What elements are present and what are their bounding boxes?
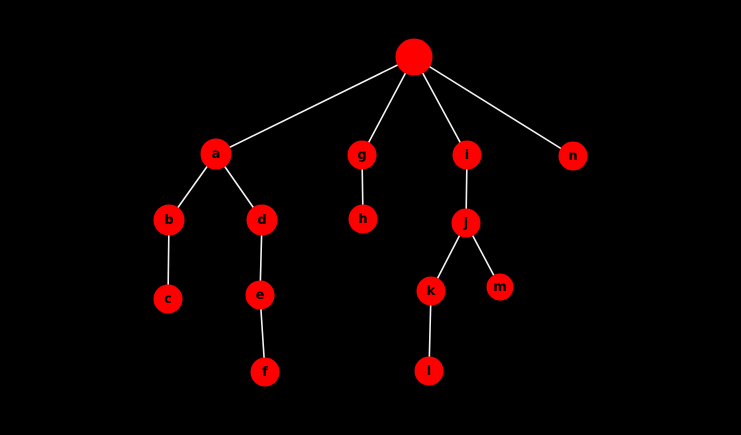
graph-edge-root-a[interactable] [215,56,415,155]
graph-node-f[interactable]: f [250,357,280,387]
graph-node-m[interactable]: m [486,273,514,301]
graph-node-l[interactable]: l [414,356,444,386]
graph-node-h[interactable]: h [348,204,378,234]
node-circle-h[interactable] [348,204,378,234]
graph-node-root[interactable] [395,38,433,76]
graph-node-n[interactable]: n [558,141,588,171]
node-circle-a[interactable] [200,138,232,170]
node-circle-c[interactable] [153,284,183,314]
node-circle-root[interactable] [395,38,433,76]
graph-node-e[interactable]: e [245,280,275,310]
node-circle-l[interactable] [414,356,444,386]
graph-node-c[interactable]: c [153,284,183,314]
graph-node-i[interactable]: i [452,140,482,170]
graph-node-a[interactable]: a [200,138,232,170]
graph-node-g[interactable]: g [347,140,377,170]
node-circle-f[interactable] [250,357,280,387]
node-circle-b[interactable] [153,204,185,236]
node-circle-g[interactable] [347,140,377,170]
graph-node-b[interactable]: b [153,204,185,236]
node-circle-n[interactable] [558,141,588,171]
graph-node-j[interactable]: j [451,208,481,238]
graph-edge-root-i[interactable] [413,56,468,156]
node-circle-e[interactable] [245,280,275,310]
node-circle-i[interactable] [452,140,482,170]
node-circle-k[interactable] [416,276,446,306]
node-circle-j[interactable] [451,208,481,238]
node-circle-m[interactable] [486,273,514,301]
graph-node-k[interactable]: k [416,276,446,306]
graph-edge-root-n[interactable] [413,56,574,157]
graph-node-d[interactable]: d [246,204,278,236]
node-circle-d[interactable] [246,204,278,236]
